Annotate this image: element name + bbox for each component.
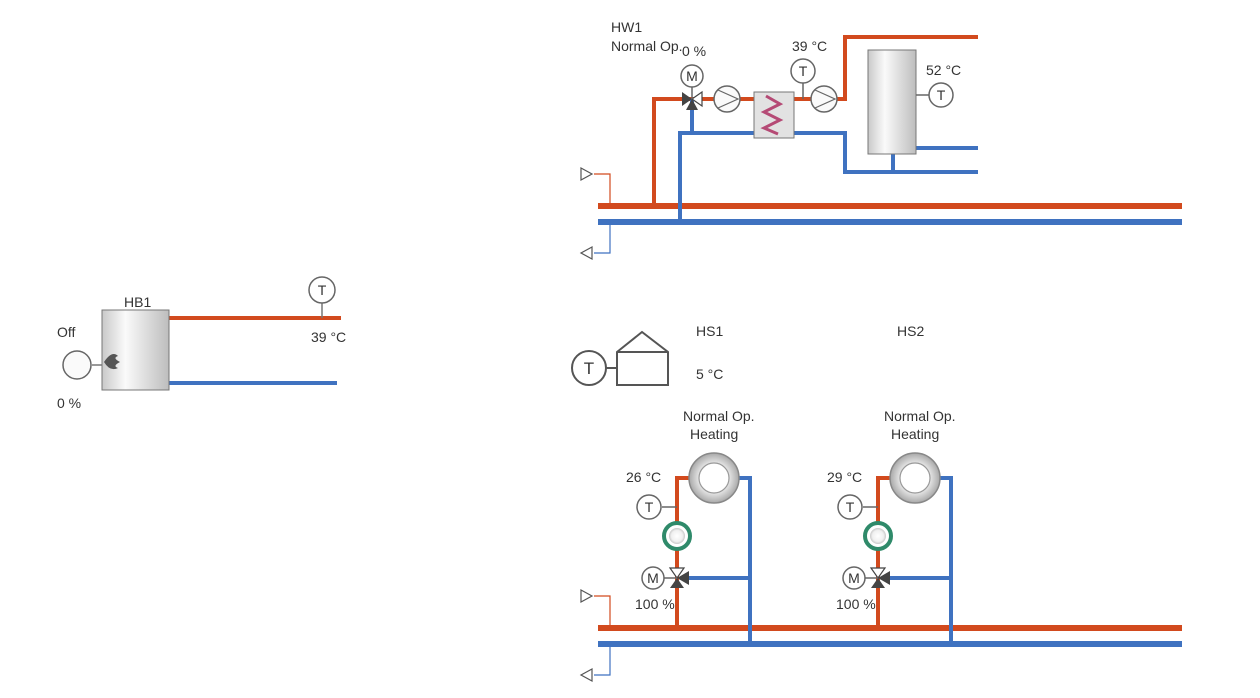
hs1-sensor-letter: T: [645, 499, 654, 515]
hs2-mixing-valve[interactable]: M: [842, 566, 890, 590]
hs2-sensor-letter: T: [846, 499, 855, 515]
hw-tank-temp: 52 °C: [926, 62, 961, 78]
hs1-mixing-valve[interactable]: M: [641, 566, 689, 590]
hs2-name: HS2: [897, 323, 924, 339]
hs1-mode: Normal Op.: [683, 408, 755, 424]
hs1-valve-motor-letter: M: [647, 570, 659, 586]
hs2-temp-sensor-icon[interactable]: [837, 494, 863, 520]
boiler-burner-icon[interactable]: [62, 350, 92, 380]
hs2-state: Heating: [891, 426, 939, 442]
hot-water-hw1: M T T HW1 Normal Op. 0 % 39 °C 52 °C: [579, 19, 1182, 261]
hs1-name: HS1: [696, 323, 723, 339]
boiler-state: Off: [57, 324, 76, 340]
hs2-valve-motor-icon[interactable]: [842, 566, 866, 590]
hs2-valve-position: 100 %: [836, 596, 876, 612]
boiler-modulation: 0 %: [57, 395, 81, 411]
hs1-valve-motor-icon[interactable]: [641, 566, 665, 590]
outdoor-sensor-letter: T: [584, 359, 594, 378]
boiler-sensor-letter: T: [318, 282, 327, 298]
supply-in-arrow-icon: [580, 166, 594, 182]
hw-primary-temp-sensor-icon[interactable]: [790, 58, 816, 84]
hs2-flow-temp: 29 °C: [827, 469, 862, 485]
hw-valve-motor-icon[interactable]: [680, 64, 704, 88]
hw-tank-temp-sensor-icon[interactable]: [928, 82, 954, 108]
boiler-name: HB1: [124, 294, 151, 310]
return-out-arrow-icon: [579, 245, 593, 261]
boiler-hb1[interactable]: T HB1 Off 0 % 39 °C: [57, 276, 346, 411]
hw-valve-position: 0 %: [682, 43, 706, 59]
hw-valve-motor-letter: M: [686, 68, 698, 84]
flame-icon: [104, 354, 120, 370]
heating-circuit-hs2: T M HS2 Normal Op. Heating 29 °C 100 %: [827, 323, 956, 644]
hw-primary-sensor-letter: T: [799, 63, 808, 79]
hw-heat-exchanger[interactable]: [753, 91, 795, 139]
hw-primary-temp: 39 °C: [792, 38, 827, 54]
hs1-valve-position: 100 %: [635, 596, 675, 612]
return-out-arrow-icon: [579, 667, 593, 683]
heating-circuit-header: [579, 588, 1182, 683]
supply-in-arrow-icon: [580, 588, 594, 604]
hw-tank-sensor-letter: T: [937, 87, 946, 103]
pump-icon[interactable]: [810, 85, 838, 113]
hs1-flow-temp: 26 °C: [626, 469, 661, 485]
hw-secondary-pump[interactable]: [810, 85, 838, 113]
hw-storage-tank[interactable]: [867, 49, 917, 155]
hw-primary-pump[interactable]: [713, 85, 741, 113]
heating-circuit-hs1: T M HS1 Normal Op. Heating 26 °C 100 %: [626, 323, 755, 644]
boiler-body[interactable]: [101, 309, 170, 391]
boiler-flow-temp: 39 °C: [311, 329, 346, 345]
outdoor-temp: 5 °C: [696, 366, 723, 382]
hs2-mode: Normal Op.: [884, 408, 956, 424]
pump-icon[interactable]: [713, 85, 741, 113]
hw-name: HW1: [611, 19, 642, 35]
coil-icon: [760, 94, 784, 136]
hs1-temp-sensor-icon[interactable]: [636, 494, 662, 520]
hs1-state: Heating: [690, 426, 738, 442]
hs2-valve-motor-letter: M: [848, 570, 860, 586]
boiler-temp-sensor-icon[interactable]: [308, 276, 336, 304]
outdoor-sensor[interactable]: T 5 °C: [571, 330, 723, 386]
hw-mode: Normal Op.: [611, 38, 683, 54]
house-icon: [616, 330, 669, 386]
hw-mixing-valve[interactable]: M: [680, 64, 704, 110]
